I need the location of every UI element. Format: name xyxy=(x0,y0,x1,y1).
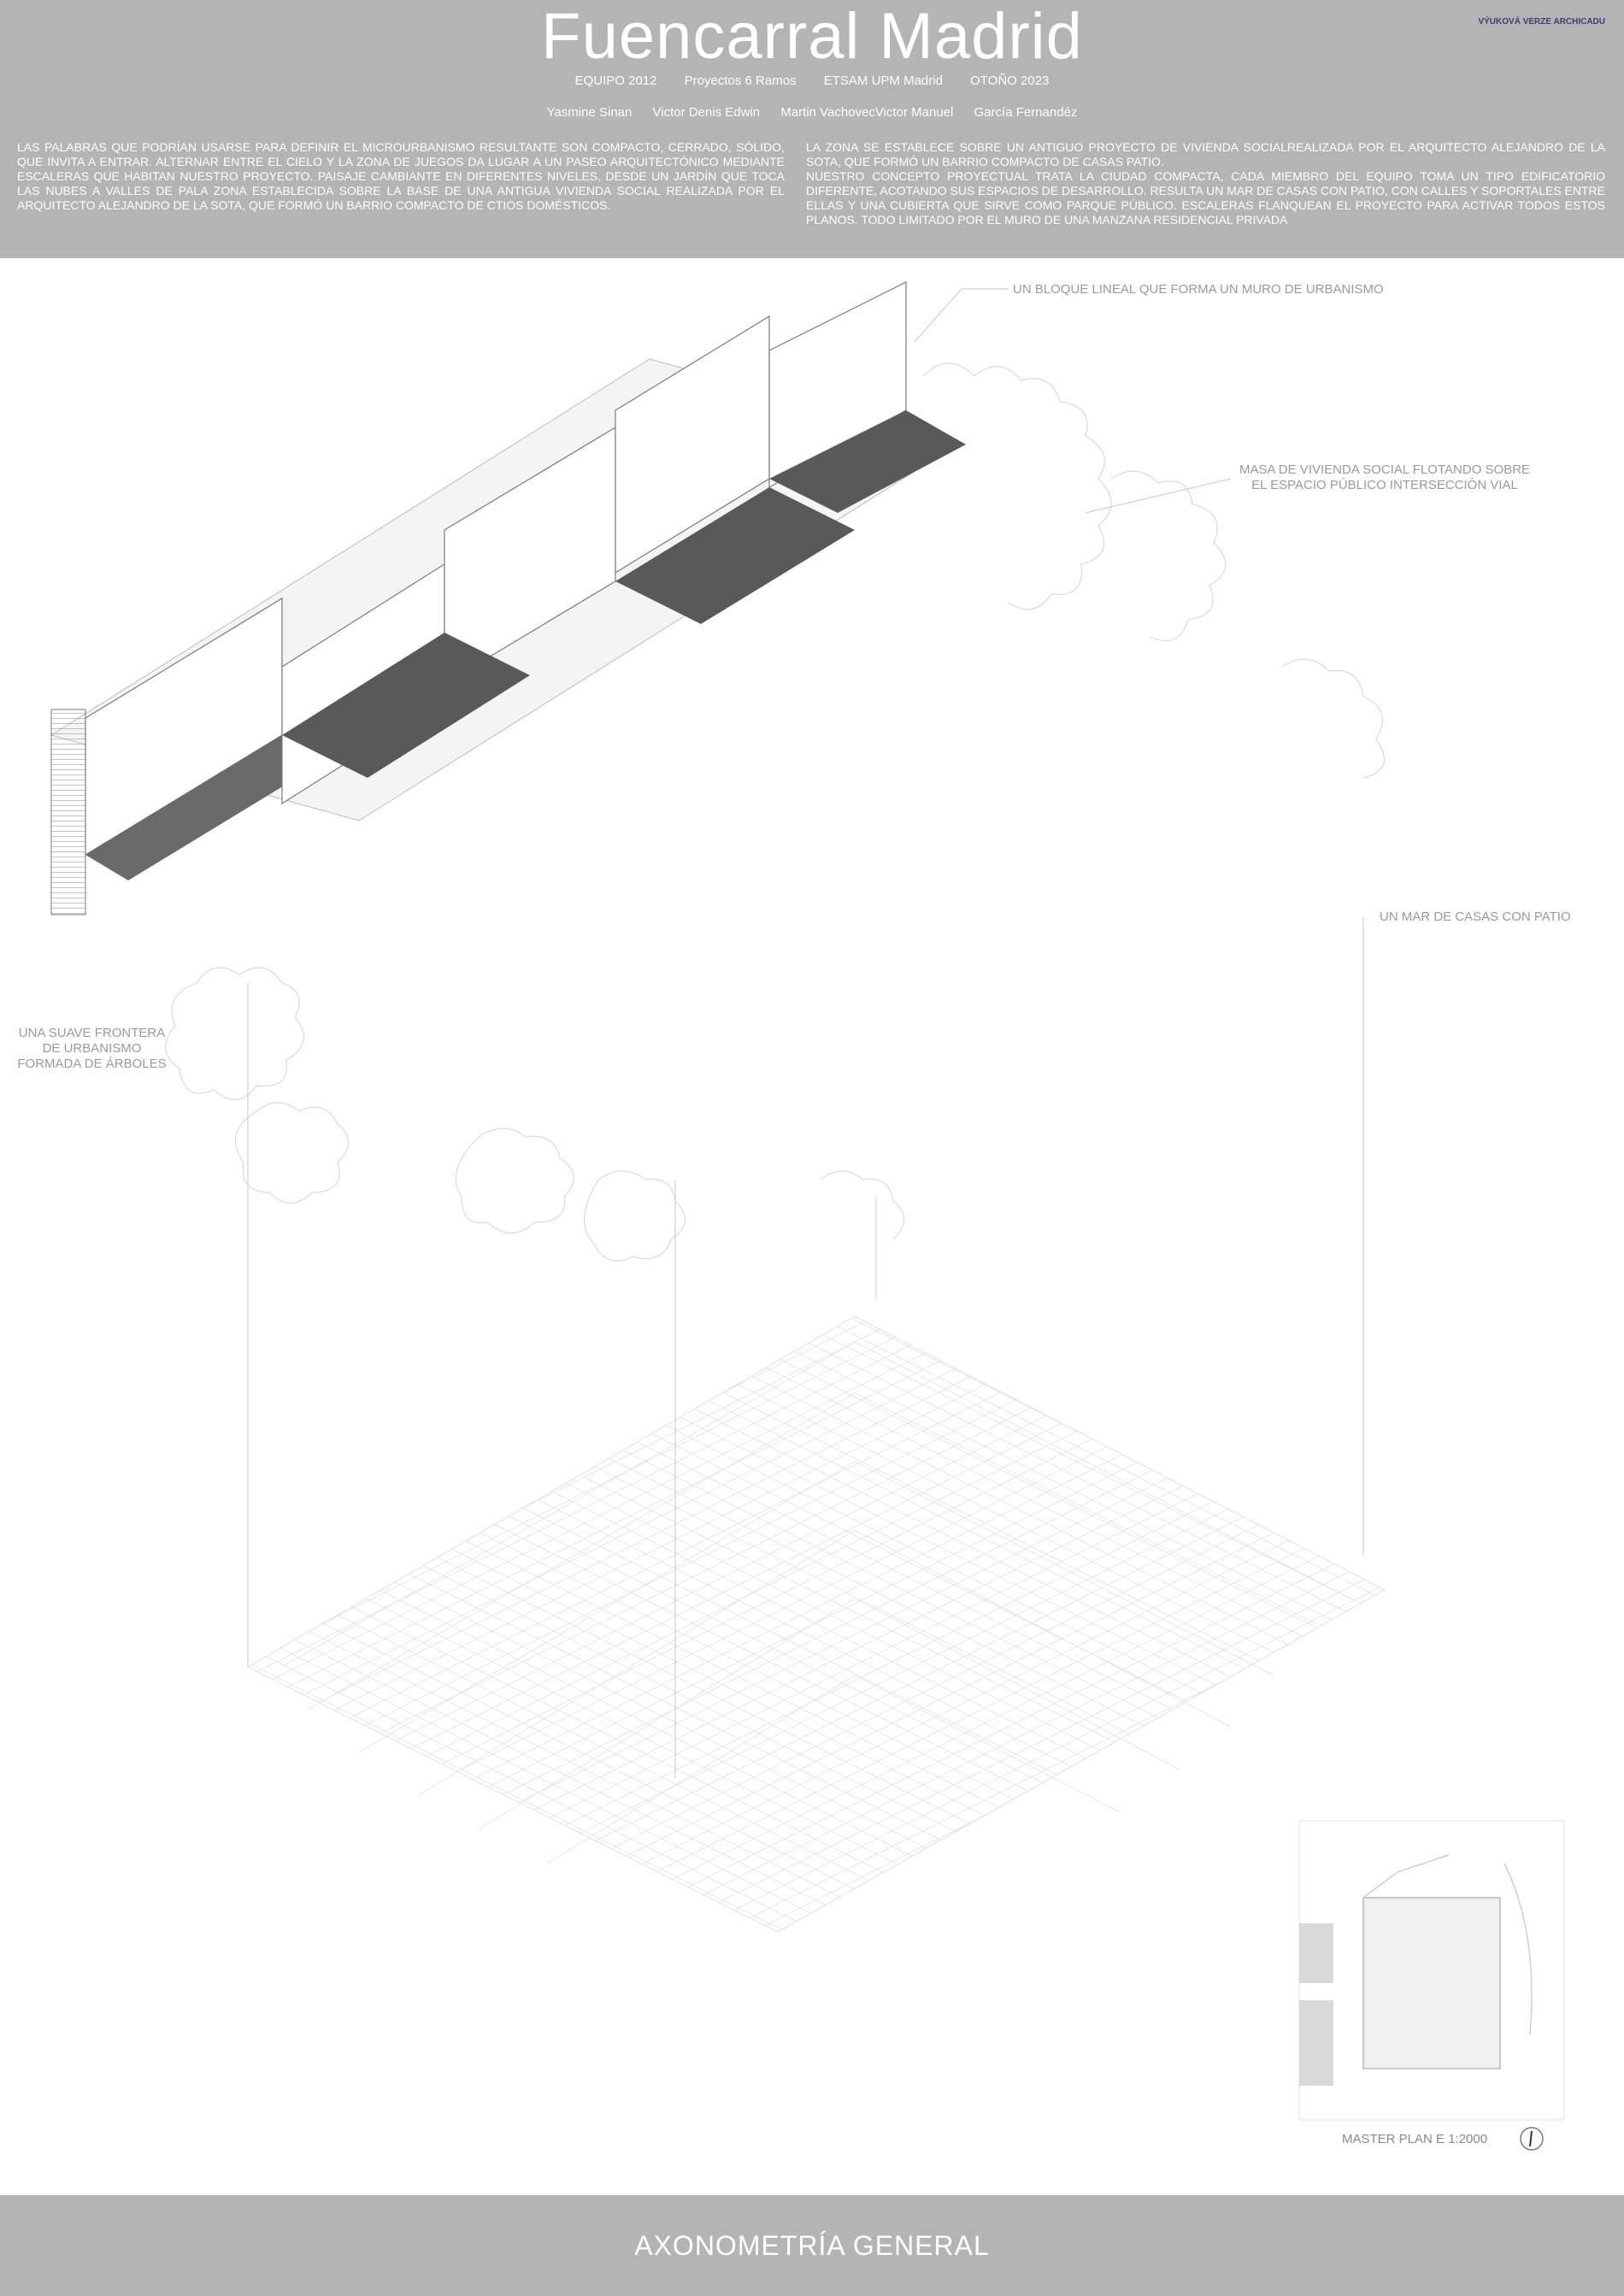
annotation-linear-block: UN BLOQUE LINEAL QUE FORMA UN MURO DE UR… xyxy=(1013,282,1384,297)
project-meta: EQUIPO 2012 Proyectos 6 Ramos ETSAM UPM … xyxy=(0,74,1624,88)
annotation-tree-border: UNA SUAVE FRONTERA DE URBANISMO FORMADA … xyxy=(9,1026,175,1072)
footer-band: AXONOMETRÍA GENERAL xyxy=(0,2195,1624,2296)
site-plan xyxy=(1298,1820,1565,2121)
annotation-patio-houses: UN MAR DE CASAS CON PATIO xyxy=(1380,910,1571,924)
linear-block xyxy=(50,281,966,915)
author-name: Victor Denis Edwin xyxy=(652,105,761,120)
floor-plan-grid xyxy=(246,1316,1386,1933)
meta-school: ETSAM UPM Madrid xyxy=(823,74,943,88)
header-band: Fuencarral Madrid VÝUKOVÁ VERZE ARCHICAD… xyxy=(0,0,1624,258)
author-name: Yasmine Sinan xyxy=(546,105,633,120)
tree-canopy xyxy=(165,362,1386,1262)
master-plan-label: MASTER PLAN E 1:2000 xyxy=(1342,2132,1488,2146)
concept-paragraph-left: LAS PALABRAS QUE PODRÍAN USARSE PARA DEF… xyxy=(17,140,785,212)
leader-lines xyxy=(247,288,1364,1778)
annotation-social-housing: MASA DE VIVIENDA SOCIAL FLOTANDO SOBRE E… xyxy=(1231,462,1539,493)
meta-team: EQUIPO 2012 xyxy=(574,74,657,88)
author-name: García Fernandéz xyxy=(974,105,1078,120)
annotation-line: MASA DE VIVIENDA SOCIAL FLOTANDO SOBRE xyxy=(1239,462,1531,477)
annotation-line: DE URBANISMO xyxy=(42,1041,142,1056)
concept-paragraph: NUESTRO CONCEPTO PROYECTUAL TRATA LA CIU… xyxy=(806,169,1605,227)
page-title: Fuencarral Madrid xyxy=(541,0,1083,73)
site-paragraph: LA ZONA SE ESTABLECE SOBRE UN ANTIGUO PR… xyxy=(806,140,1605,168)
author-list: Yasmine Sinan Victor Denis Edwin Martin … xyxy=(0,105,1624,120)
axonometric-drawing xyxy=(50,281,1565,2151)
annotation-line: EL ESPACIO PÚBLICO INTERSECCIÓN VIAL xyxy=(1251,478,1518,492)
footer-title: AXONOMETRÍA GENERAL xyxy=(634,2230,990,2261)
annotation-line: UNA SUAVE FRONTERA xyxy=(18,1026,166,1040)
software-watermark: VÝUKOVÁ VERZE ARCHICADU xyxy=(1478,17,1605,26)
meta-term: OTOÑO 2023 xyxy=(970,74,1050,88)
annotation-line: FORMADA DE ÁRBOLES xyxy=(17,1057,167,1071)
meta-course: Proyectos 6 Ramos xyxy=(684,74,797,88)
north-arrow xyxy=(1520,2127,1544,2151)
author-name: Martin VachovecVictor Manuel xyxy=(780,105,954,120)
concept-paragraph-right: LA ZONA SE ESTABLECE SOBRE UN ANTIGUO PR… xyxy=(806,140,1605,227)
